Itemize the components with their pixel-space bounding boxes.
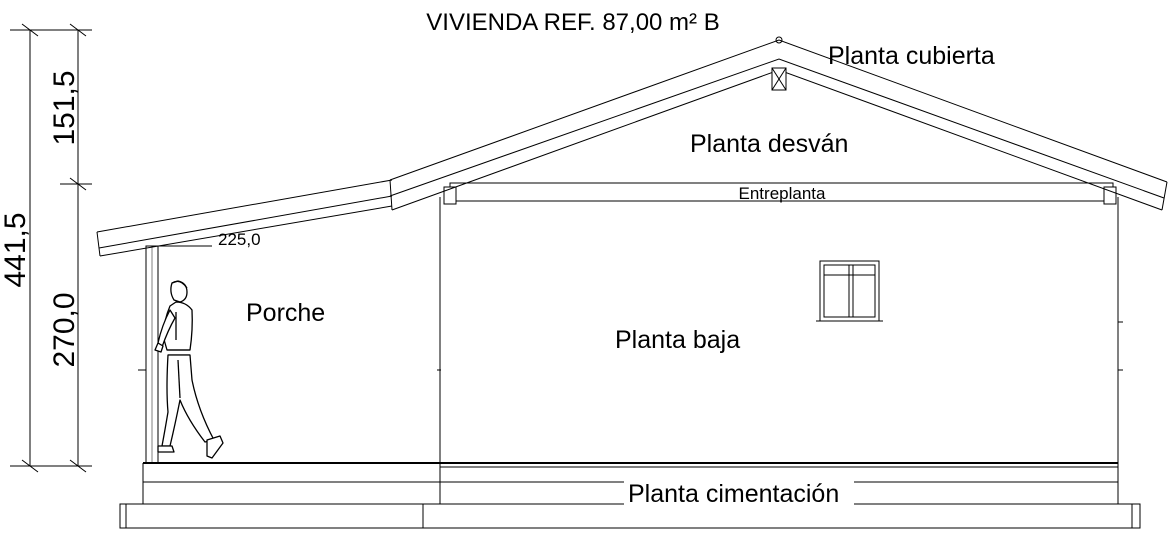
- roof-level-label: Planta cubierta: [828, 42, 995, 70]
- house-walls: [437, 197, 1123, 463]
- foundation-label-backing: [624, 480, 854, 508]
- wall-height-dimension: 270,0: [48, 292, 81, 367]
- roof-height-dimension: 151,5: [48, 70, 81, 145]
- porch-roof: [96, 179, 393, 257]
- mezzanine-label: Entreplanta: [739, 184, 826, 203]
- ridge-beam: [771, 67, 787, 91]
- porch-label: Porche: [246, 299, 325, 327]
- foundation-level-label: Planta cimentación: [628, 480, 839, 508]
- attic-level-label: Planta desván: [690, 130, 848, 158]
- person-figure: [154, 280, 224, 459]
- window: [816, 260, 883, 322]
- total-height-dimension: 441,5: [0, 212, 32, 287]
- drawing-title: VIVIENDA REF. 87,00 m² B: [426, 9, 719, 36]
- ground-floor-label: Planta baja: [615, 326, 740, 354]
- vertical-dimension-lines: [10, 23, 92, 473]
- porch-post: [138, 245, 212, 464]
- porch-height-dimension: 225,0: [218, 230, 261, 249]
